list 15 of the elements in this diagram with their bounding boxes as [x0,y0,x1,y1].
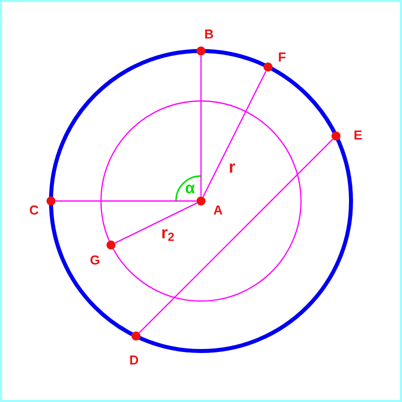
line-segment [114,202,198,244]
angle-label: α [186,184,195,194]
point-label: F [278,52,286,62]
point-label: C [30,205,38,215]
radius-label: r$_{2}$ [162,229,174,241]
line-segment [202,70,266,198]
line-segment [56,200,196,202]
point-label: D [130,356,138,364]
line-segment [200,56,202,196]
line-segment [138,138,334,334]
point-label: G [90,255,100,265]
radius-label: r [230,163,236,173]
point-label: E [354,130,362,140]
point-label: A [214,206,222,214]
point-label: B [205,30,214,38]
